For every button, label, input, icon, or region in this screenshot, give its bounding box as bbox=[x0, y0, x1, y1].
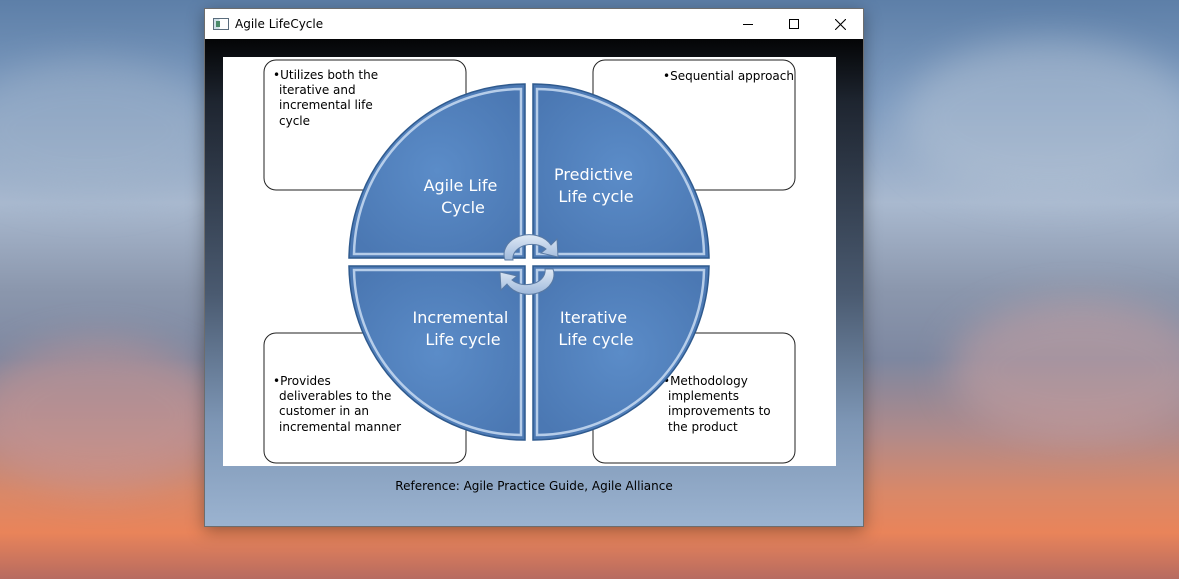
quadrant-label: Life cycle bbox=[558, 330, 633, 349]
svg-text:Incremental Life cycle: Incremental Life cycle bbox=[413, 308, 514, 349]
quadrant-predictive-life-cycle bbox=[532, 83, 710, 259]
agile-lifecycle-diagram: •Utilizes both the iterative and increme… bbox=[223, 57, 836, 466]
background-cloud bbox=[0, 340, 220, 490]
close-icon bbox=[834, 18, 846, 30]
quadrant-label: Cycle bbox=[441, 198, 485, 217]
maximize-button[interactable] bbox=[771, 9, 817, 39]
callout-text-line: •Utilizes both the bbox=[273, 68, 378, 82]
quadrant-label: Incremental bbox=[413, 308, 509, 327]
callout-text-line: customer in an bbox=[279, 404, 369, 418]
quadrant-label: Iterative bbox=[560, 308, 627, 327]
quadrant-label: Life cycle bbox=[425, 330, 500, 349]
minimize-icon bbox=[743, 24, 753, 25]
background-cloud bbox=[900, 40, 1179, 200]
cycle-arrows-icon bbox=[499, 234, 559, 295]
callout-text-line: cycle bbox=[279, 114, 310, 128]
callout-text-line: •Methodology bbox=[663, 374, 748, 388]
callout-text-line: deliverables to the bbox=[279, 389, 391, 403]
svg-text:•Utilizes both the i: •Utilizes both the iterative and increme… bbox=[273, 68, 382, 128]
reference-caption: Reference: Agile Practice Guide, Agile A… bbox=[395, 479, 673, 493]
callout-text-line: iterative and bbox=[279, 83, 356, 97]
quadrant-label: Agile Life bbox=[424, 176, 498, 195]
app-icon bbox=[213, 18, 229, 30]
close-button[interactable] bbox=[817, 9, 863, 39]
background-cloud bbox=[950, 300, 1179, 440]
background-cloud bbox=[0, 60, 220, 200]
callout-text-line: •Provides bbox=[273, 374, 331, 388]
callout-text-line: incremental manner bbox=[279, 420, 401, 434]
callout-text-line: improvements to bbox=[668, 404, 771, 418]
title-bar[interactable]: Agile LifeCycle bbox=[205, 9, 863, 39]
svg-text:•Methodology impleme: •Methodology implements improvements to … bbox=[663, 374, 774, 434]
svg-text:•Sequential approach: •Sequential approach bbox=[663, 69, 794, 83]
quadrant-agile-life-cycle bbox=[348, 83, 526, 259]
callout-text-line: incremental life bbox=[279, 98, 373, 112]
quadrant-iterative-life-cycle bbox=[532, 265, 710, 441]
svg-text:Iterative Life cycle: Iterative Life cycle bbox=[558, 308, 633, 349]
maximize-icon bbox=[789, 19, 799, 29]
svg-text:Predictive Life cycle: Predictive Life cycle bbox=[554, 165, 638, 206]
callout-text-line: implements bbox=[668, 389, 739, 403]
app-window: Agile LifeCycle bbox=[204, 8, 864, 527]
quadrant-label: Life cycle bbox=[558, 187, 633, 206]
window-title: Agile LifeCycle bbox=[235, 17, 324, 31]
callout-text-line: •Sequential approach bbox=[663, 69, 794, 83]
minimize-button[interactable] bbox=[725, 9, 771, 39]
window-controls bbox=[725, 9, 863, 39]
svg-text:Agile Life Cycle: Agile Life Cycle bbox=[424, 176, 503, 217]
quadrant-label: Predictive bbox=[554, 165, 633, 184]
svg-text:•Provides deliverabl: •Provides deliverables to the customer i… bbox=[273, 374, 401, 434]
quadrant-incremental-life-cycle bbox=[348, 265, 526, 441]
callout-text-line: the product bbox=[668, 420, 738, 434]
